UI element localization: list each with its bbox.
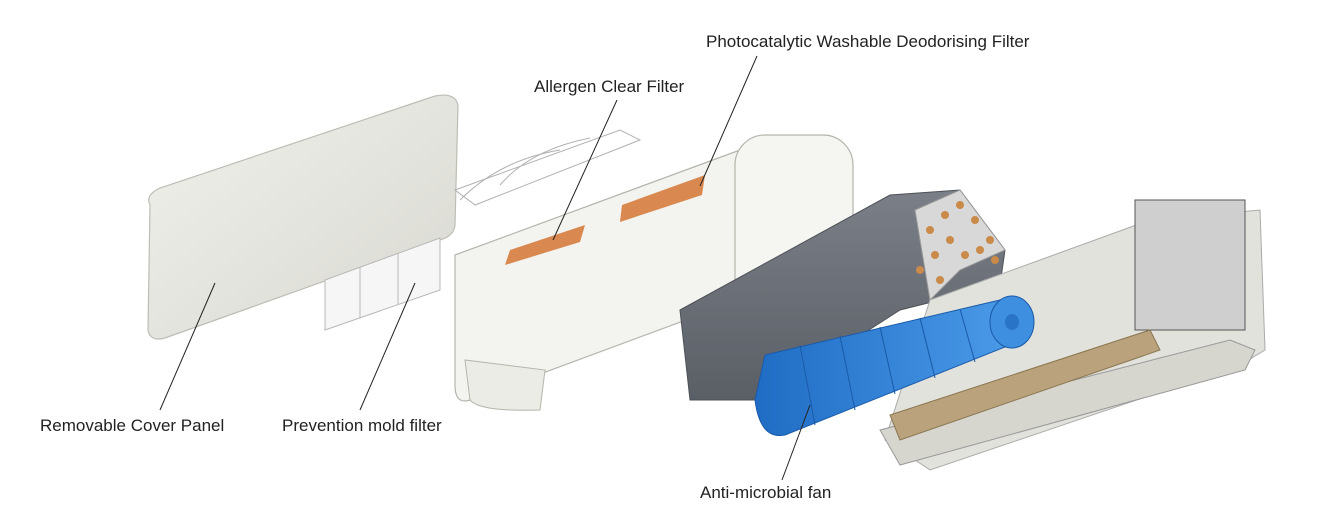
label-mold-filter: Prevention mold filter: [282, 416, 442, 435]
leader-deodorising: [699, 55, 758, 187]
heat-exchanger: [679, 189, 1006, 401]
leader-lines: [159, 55, 811, 481]
label-fan: Anti-microbial fan: [700, 483, 832, 502]
rear-body: [879, 199, 1266, 471]
label-allergen-filter: Allergen Clear Filter: [534, 77, 685, 96]
leader-fan: [781, 404, 811, 481]
leader-cover: [159, 282, 216, 411]
deodorising-filter-strip: [620, 175, 705, 222]
mold-filter: [324, 237, 441, 331]
cross-flow-fan: [754, 295, 1035, 437]
allergen-filter-strip: [505, 225, 585, 265]
leader-mold: [359, 282, 416, 411]
cover-panel: [147, 94, 459, 340]
leader-allergen: [552, 99, 618, 241]
label-deodorising-filter: Photocatalytic Washable Deodorising Filt…: [706, 32, 1030, 51]
label-cover-panel: Removable Cover Panel: [40, 416, 225, 435]
drain-tray: [889, 329, 1161, 441]
front-grille-frame: [453, 129, 642, 206]
